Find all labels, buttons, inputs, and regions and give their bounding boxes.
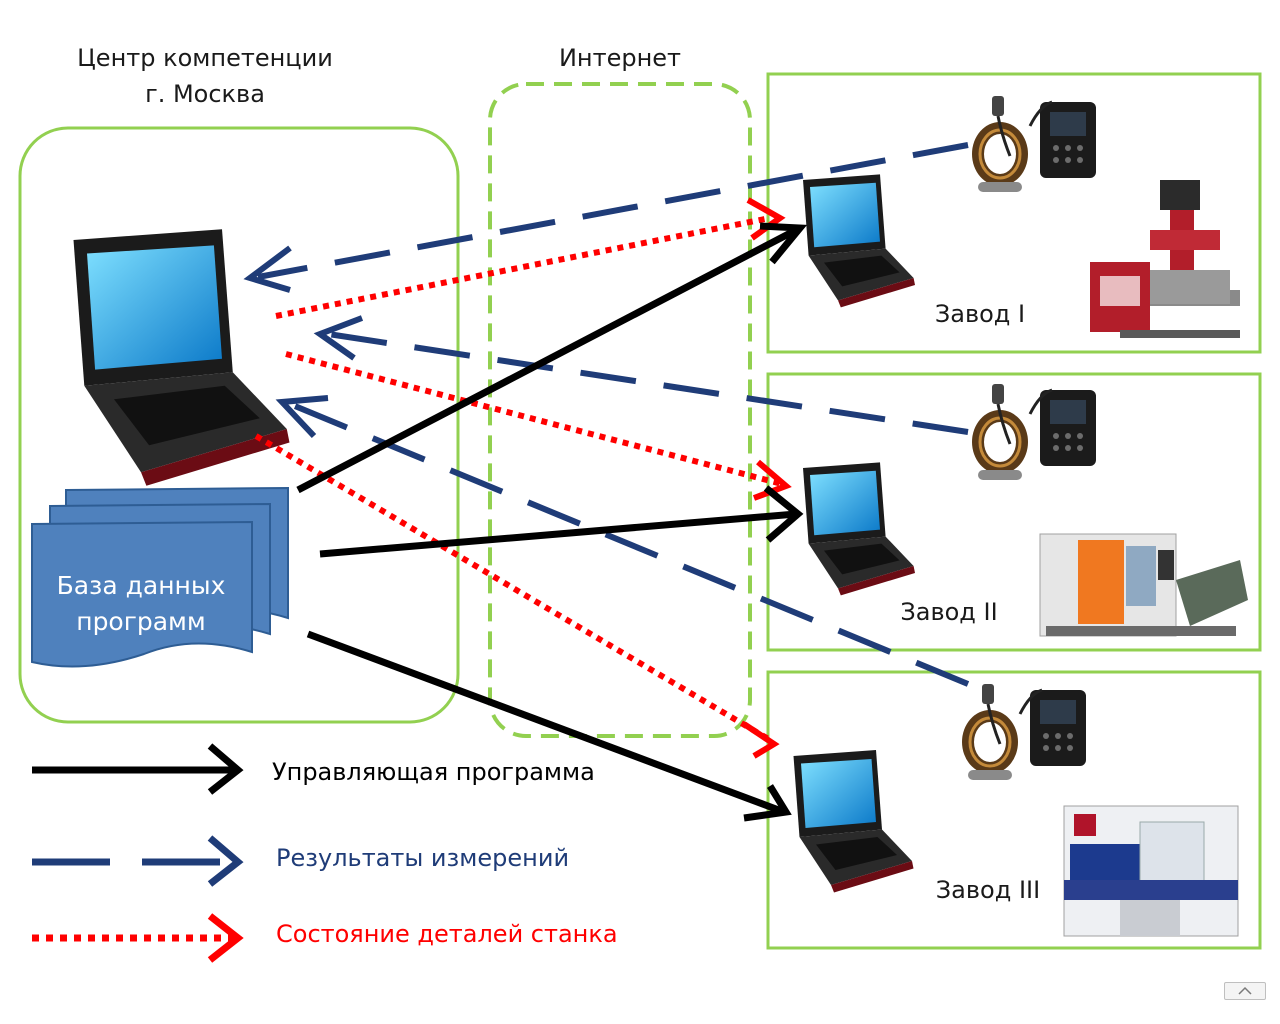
plant-2-gauge-icon	[970, 382, 1098, 482]
center-title: Центр компетенции г. Москва	[50, 40, 360, 112]
measure-arrow-plant1	[243, 142, 969, 293]
control-arrow-plant1	[296, 222, 808, 494]
center-title-line2: г. Москва	[145, 80, 265, 108]
database-label-line2: программ	[76, 607, 206, 636]
legend-measure-swatch	[32, 835, 244, 887]
scroll-up-button[interactable]	[1224, 982, 1266, 1000]
measure-arrow-plant2	[313, 315, 969, 435]
plant-1-gauge-icon	[970, 94, 1098, 194]
legend-control-label: Управляющая программа	[272, 758, 595, 786]
plant-2-frame	[766, 372, 1262, 652]
center-title-line1: Центр компетенции	[77, 44, 333, 72]
plant-1-label: Завод I	[934, 300, 1026, 328]
plant-1-laptop-icon	[803, 174, 915, 308]
legend-state-swatch	[32, 913, 244, 963]
state-arrow-plant1	[275, 197, 786, 319]
plant-3-frame	[766, 670, 1262, 950]
plant-2-laptop-icon	[803, 462, 915, 596]
database-icon	[31, 486, 289, 668]
central-laptop-icon	[73, 229, 290, 486]
measure-arrow-plant3	[275, 395, 970, 687]
control-arrow-plant2	[319, 485, 804, 558]
plant-3-gauge-icon	[960, 682, 1088, 782]
milling-machine-icon	[1090, 180, 1240, 338]
state-arrow-plant2	[285, 351, 792, 501]
cnc-lathe-icon	[1039, 533, 1248, 637]
plant-2-label: Завод II	[900, 598, 998, 626]
database-label: База данных программ	[36, 568, 246, 640]
internet-title: Интернет	[558, 44, 682, 72]
legend-state-label: Состояние деталей станка	[276, 920, 618, 948]
legend-measure-label: Результаты измерений	[276, 844, 570, 872]
plant-3-laptop-icon	[793, 750, 914, 893]
state-arrow-plant3	[254, 433, 780, 759]
plant-3-label: Завод III	[935, 876, 1041, 904]
database-label-line1: База данных	[56, 571, 226, 600]
chevron-up-icon	[1238, 986, 1252, 995]
competence-center-frame	[18, 126, 460, 724]
control-arrow-plant3	[306, 630, 792, 822]
legend-control-swatch	[32, 743, 244, 795]
lathe-machine-icon	[1063, 805, 1239, 937]
internet-frame	[488, 82, 752, 738]
